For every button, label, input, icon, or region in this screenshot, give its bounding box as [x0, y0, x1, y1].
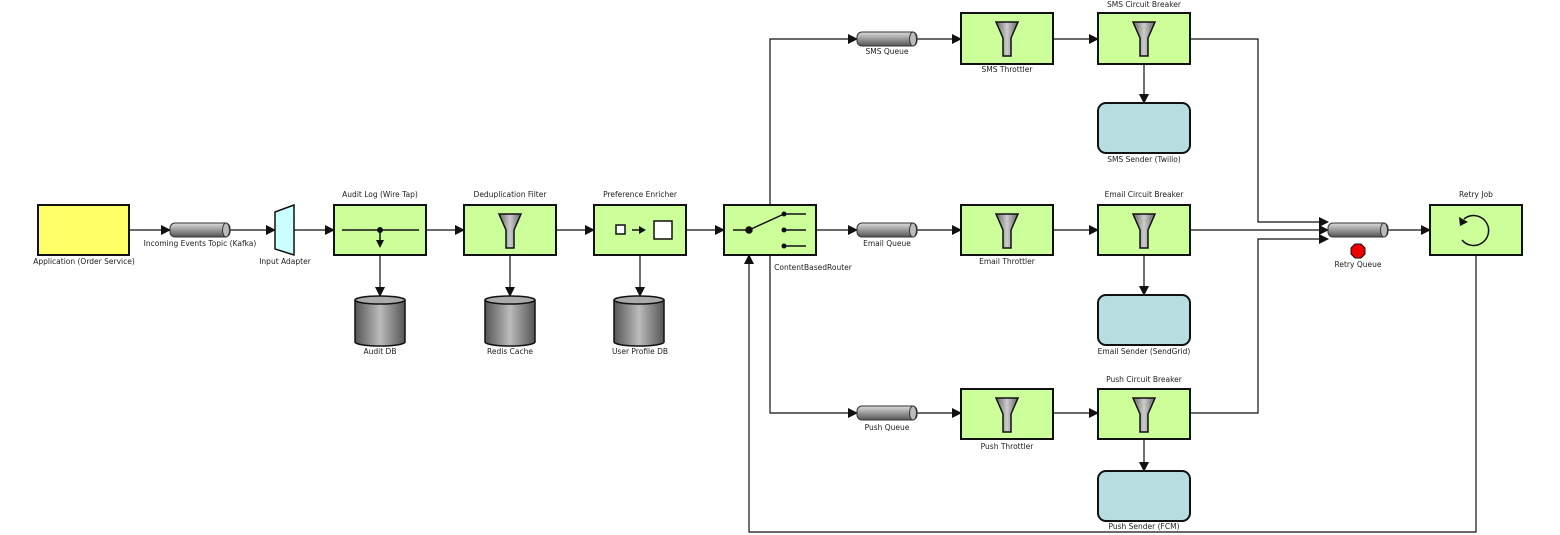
audit-db-label: Audit DB	[364, 347, 397, 356]
retry-job-label: Retry Job	[1459, 190, 1493, 199]
sms-circuit-breaker-label: SMS Circuit Breaker	[1107, 0, 1182, 9]
connectors	[129, 34, 1477, 533]
sms-queue-label: SMS Queue	[865, 47, 908, 56]
push-circuit-breaker-label: Push Circuit Breaker	[1106, 375, 1183, 384]
user-profile-db-icon[interactable]	[613, 295, 665, 347]
audit-log-label: Audit Log (Wire Tap)	[342, 190, 418, 199]
email-circuit-breaker-label: Email Circuit Breaker	[1105, 190, 1185, 199]
email-queue-icon[interactable]	[856, 222, 918, 238]
audit-db-icon[interactable]	[354, 295, 406, 347]
email-queue-label: Email Queue	[863, 239, 911, 248]
application-node[interactable]	[37, 204, 130, 256]
push-sender-node[interactable]	[1097, 470, 1191, 522]
push-throttler-label: Push Throttler	[981, 442, 1035, 451]
push-queue-label: Push Queue	[865, 423, 910, 432]
retry-queue-icon[interactable]	[1327, 222, 1389, 238]
push-queue-icon[interactable]	[856, 405, 918, 421]
router-label: ContentBasedRouter	[774, 263, 853, 272]
push-sender-label: Push Sender (FCM)	[1108, 522, 1179, 531]
sms-sender-node[interactable]	[1097, 102, 1191, 154]
redis-db-icon[interactable]	[484, 295, 536, 347]
kafka-label: Incoming Events Topic (Kafka)	[144, 239, 257, 248]
email-sender-node[interactable]	[1097, 294, 1191, 346]
router-switch-icon	[733, 211, 806, 249]
kafka-queue-icon[interactable]	[169, 222, 231, 238]
enricher-label: Preference Enricher	[603, 190, 678, 199]
email-sender-label: Email Sender (SendGrid)	[1098, 347, 1191, 356]
enricher-icon	[615, 220, 673, 240]
redis-label: Redis Cache	[487, 347, 533, 356]
wire-tap-icon	[342, 227, 419, 248]
retry-loop-icon	[1459, 214, 1490, 247]
dedup-filter-label: Deduplication Filter	[474, 190, 548, 199]
user-profile-db-label: User Profile DB	[612, 347, 668, 356]
alert-octagon-icon	[1350, 243, 1366, 259]
sms-sender-label: SMS Sender (Twilio)	[1107, 155, 1181, 164]
input-adapter-label: Input Adapter	[259, 257, 311, 266]
sms-throttler-label: SMS Throttler	[982, 65, 1034, 74]
sms-queue-icon[interactable]	[856, 31, 918, 47]
email-throttler-label: Email Throttler	[979, 257, 1036, 266]
input-adapter-node[interactable]	[274, 203, 295, 257]
application-label: Application (Order Service)	[33, 257, 135, 266]
retry-queue-label: Retry Queue	[1335, 260, 1382, 269]
retry-job-node[interactable]	[1429, 204, 1523, 256]
